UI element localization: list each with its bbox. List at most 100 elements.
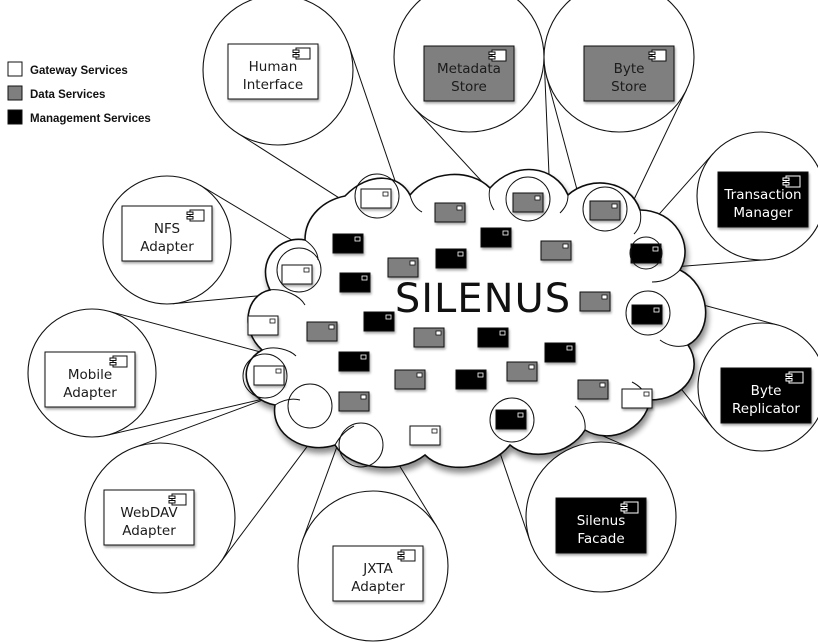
component-label: Human <box>249 59 298 75</box>
connector-line <box>302 437 341 541</box>
component-label: Manager <box>733 205 793 221</box>
cloud-node-data <box>589 200 621 221</box>
cloud-node-management <box>338 351 370 372</box>
callout-jxta-adapter: JXTA Adapter <box>297 490 449 642</box>
zoom-circle-webdav-adapter <box>287 383 333 429</box>
component-box-jxta-adapter: JXTA Adapter <box>332 545 424 602</box>
cloud-node-data <box>540 240 572 261</box>
cloud-node-management <box>495 409 527 430</box>
cloud-node-gateway <box>247 315 279 336</box>
cloud-contour <box>261 347 297 357</box>
cloud-node-management <box>455 369 487 390</box>
cloud-node-gateway <box>360 188 392 209</box>
cloud-node-data <box>394 369 426 390</box>
cloud-node-gateway <box>253 365 285 386</box>
zoom-circle-mobile-adapter <box>242 353 288 399</box>
cloud-node-management <box>339 272 371 293</box>
legend-swatch-gateway <box>7 61 23 77</box>
component-icon <box>109 355 128 368</box>
component-icon <box>168 493 187 506</box>
legend-item-data: Data Services <box>7 85 105 101</box>
legend-swatch-data <box>7 85 23 101</box>
cloud-node-data <box>579 291 611 312</box>
component-icon <box>397 549 416 562</box>
cloud-node-management <box>363 311 395 332</box>
component-label: Store <box>611 79 647 95</box>
zoom-circle-transaction-manager <box>629 236 663 270</box>
cloud-contour <box>559 194 569 214</box>
cloud-node-data <box>577 379 609 400</box>
component-icon <box>648 49 667 62</box>
cloud-node-management <box>435 248 467 269</box>
cloud-contour <box>334 425 355 446</box>
cloud-contour <box>574 405 586 431</box>
cloud-contour <box>651 269 681 283</box>
cloud-node-data <box>306 321 338 342</box>
legend-item-gateway: Gateway Services <box>7 61 128 77</box>
zoom-circle-human-interface <box>354 173 400 219</box>
zoom-circle-silenus-facade <box>489 397 535 443</box>
legend-label-data: Data Services <box>30 89 105 101</box>
component-label: JXTA <box>362 561 393 577</box>
callout-connectors <box>106 45 779 564</box>
component-icon <box>782 175 801 188</box>
cloud-node-gateway <box>409 425 441 446</box>
zoom-circle-nfs-adapter <box>276 247 322 293</box>
component-label: Replicator <box>732 401 800 417</box>
component-label: Byte <box>614 61 645 77</box>
legend-label-gateway: Gateway Services <box>30 65 128 77</box>
zoom-circle-byte-replicator <box>625 290 671 336</box>
cloud-node-data <box>434 202 466 223</box>
cloud-node-management <box>477 327 509 348</box>
cloud-node-management <box>630 243 662 264</box>
component-label: WebDAV <box>120 505 178 521</box>
component-icon <box>186 209 205 222</box>
cloud-node-data <box>512 192 544 213</box>
component-label: Adapter <box>351 579 405 595</box>
legend: Gateway Services Data Services Managemen… <box>7 61 151 125</box>
zoom-circle-jxta-adapter <box>338 422 384 468</box>
legend-swatch-management <box>7 109 23 125</box>
cloud-contour <box>267 289 306 306</box>
connector-line <box>108 310 271 356</box>
cloud-node-gateway <box>281 264 313 285</box>
component-icon <box>785 371 804 384</box>
cloud-contour <box>409 194 423 213</box>
cloud-node-management <box>480 227 512 248</box>
cloud-node-data <box>338 391 370 412</box>
cloud-node-data <box>506 361 538 382</box>
cloud-contour <box>633 209 642 235</box>
component-label: Adapter <box>140 239 194 255</box>
component-label: Silenus <box>577 513 626 529</box>
component-icon <box>292 47 311 60</box>
zoom-circle-metadata-store <box>505 176 551 222</box>
zoom-circle-byte-store <box>582 186 628 232</box>
component-label: Interface <box>243 77 303 93</box>
cloud-node-management <box>332 233 364 254</box>
cloud-contour <box>659 339 689 347</box>
diagram-title: SILENUS <box>395 276 571 322</box>
component-label: Store <box>451 79 487 95</box>
connector-line <box>348 45 399 190</box>
component-label: Adapter <box>63 385 117 401</box>
cloud-node-data <box>413 327 445 348</box>
